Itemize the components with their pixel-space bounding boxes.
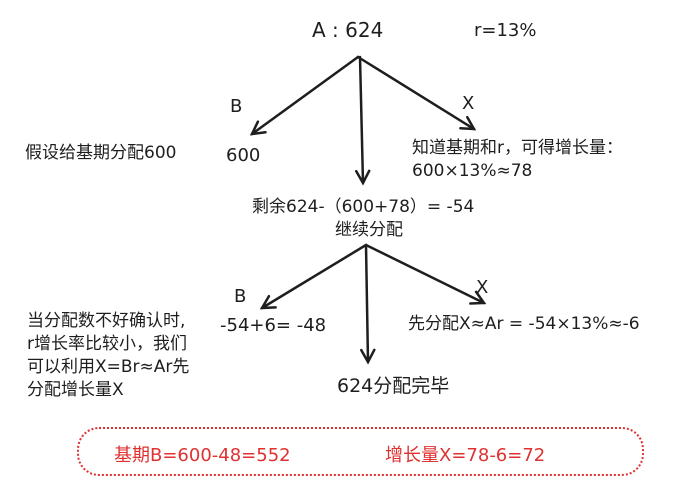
fork1-b-branch-label: B <box>230 96 243 117</box>
method-note-line3: 可以利用X=Br≈Ar先 <box>27 357 190 377</box>
fork1-left-arrow <box>249 55 360 136</box>
method-note-line1: 当分配数不好确认时, <box>27 311 186 331</box>
fork1-center-arrow <box>354 55 371 186</box>
fork2-x-note: 先分配X≈Ar = -54×13%≈-6 <box>408 314 640 334</box>
base-result: 基期B=600-48=552 <box>114 445 291 466</box>
fork2-x-branch-label: X <box>476 277 489 298</box>
fork2-right-arrow <box>364 243 487 305</box>
fork1-right-arrow <box>356 55 477 131</box>
fork1-x-branch-label: X <box>462 93 475 114</box>
method-note-line4: 分配增长量X <box>27 380 124 400</box>
method-note: 当分配数不好确认时, r增长率比较小，我们 可以利用X=Br≈Ar先 分配增长量… <box>27 311 189 403</box>
result-box <box>77 427 644 476</box>
root-node-label: A : 624 <box>312 18 384 42</box>
fork1-left-note: 假设给基期分配600 <box>25 143 177 163</box>
fork1-right-note: 知道基期和r，可得增长量： 600×13%≈78 <box>412 138 623 184</box>
fork2-done-label: 624分配完毕 <box>337 375 450 397</box>
fork1-right-note-line1: 知道基期和r，可得增长量： <box>412 138 623 158</box>
rate-label: r=13% <box>474 20 537 41</box>
fork2-left-arrow <box>259 243 368 310</box>
growth-result: 增长量X=78-6=72 <box>385 445 546 466</box>
continue-label: 继续分配 <box>335 220 403 240</box>
fork2-center-arrow <box>360 243 376 365</box>
fork1-b-value: 600 <box>226 145 261 166</box>
fork2-b-branch-label: B <box>234 286 247 307</box>
fork2-b-value: -54+6= -48 <box>220 315 327 336</box>
fork1-right-note-line2: 600×13%≈78 <box>412 161 533 181</box>
method-note-line2: r增长率比较小，我们 <box>27 334 187 354</box>
remainder-label: 剩余624-（600+78）= -54 <box>252 197 475 217</box>
